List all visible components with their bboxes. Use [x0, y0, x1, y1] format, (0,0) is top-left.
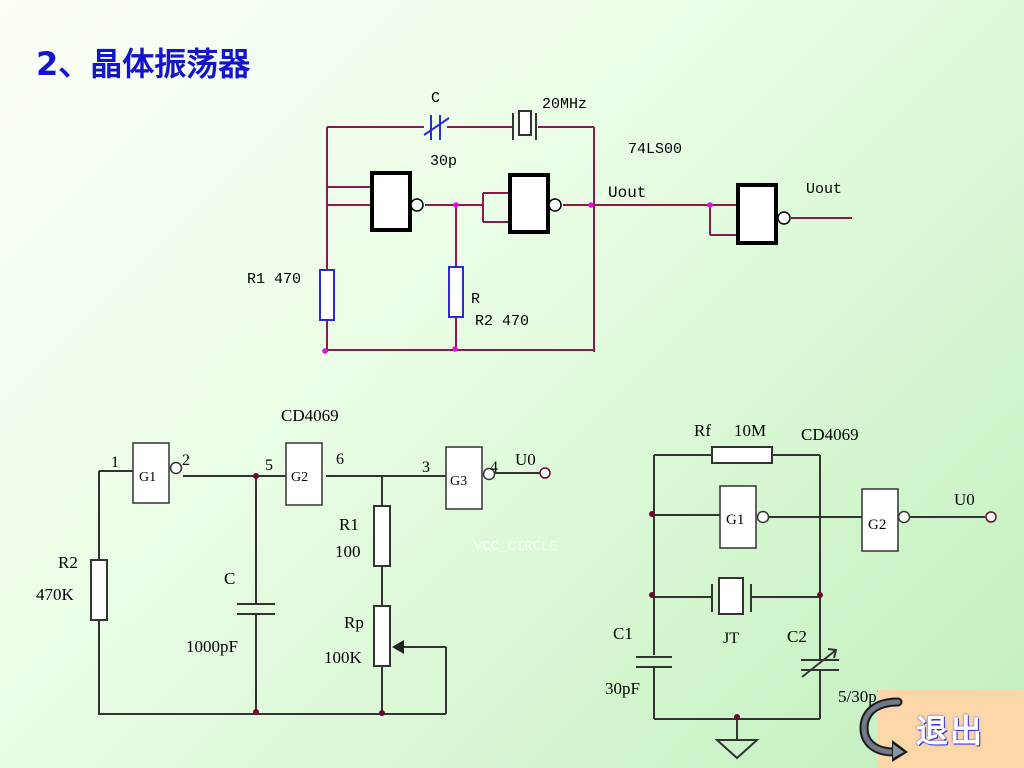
- slide-title: 2、晶体振荡器: [36, 45, 251, 83]
- r2-label: R2 470: [475, 313, 529, 330]
- r1-b-name: R1: [339, 515, 359, 534]
- potentiometer-rp-icon: [373, 605, 391, 667]
- pin-4-label: 4: [490, 459, 498, 476]
- uout-right-label: Uout: [806, 181, 842, 198]
- inverter-g2-b-icon: [285, 442, 323, 506]
- ic-74ls00-label: 74LS00: [628, 141, 682, 158]
- resistor-rf-icon: [711, 446, 773, 464]
- c2-value: 5/30pF: [838, 687, 886, 706]
- rp-name: Rp: [344, 613, 364, 632]
- output-u0-b-label: U0: [515, 450, 536, 469]
- resistor-r1-icon: [319, 269, 335, 321]
- r2-b-name: R2: [58, 553, 78, 572]
- junctions-b: [253, 473, 385, 716]
- rf-value: 10M: [734, 421, 766, 440]
- uout-mid-label: Uout: [608, 184, 646, 202]
- cap-c-label: C: [431, 90, 440, 107]
- capacitor-c-b-icon: [237, 603, 275, 615]
- nand-gate-1-icon: [370, 171, 424, 232]
- c1-name: C1: [613, 624, 633, 643]
- pin-1-label: 1: [111, 454, 119, 471]
- capacitor-c1-icon: [636, 656, 672, 668]
- cap-c-b-value: 1000pF: [186, 637, 238, 656]
- output-u0-c-label: U0: [954, 490, 975, 509]
- gate-g3-b-label: G3: [450, 474, 467, 489]
- pin-3-label: 3: [422, 459, 430, 476]
- inverter-g3-b-icon: [445, 446, 496, 510]
- gate-g1-b-label: G1: [139, 470, 156, 485]
- resistor-r2-b-icon: [90, 559, 108, 621]
- inverter-g2-c-icon: [861, 488, 911, 552]
- capacitor-c-icon: [423, 115, 450, 140]
- crystal-freq-label: 20MHz: [542, 96, 587, 113]
- r-label: R: [471, 291, 480, 308]
- pin-2-label: 2: [182, 452, 190, 469]
- gate-g2-b-label: G2: [291, 470, 308, 485]
- rf-name: Rf: [694, 421, 711, 440]
- exit-label[interactable]: 退出: [916, 712, 985, 750]
- output-terminal-b-icon: [539, 467, 551, 479]
- inverter-g1-c-icon: [719, 485, 770, 549]
- ic-cd4069-c-label: CD4069: [801, 425, 859, 444]
- crystal-jt-icon: [711, 577, 752, 615]
- r1-b-value: 100: [335, 542, 361, 561]
- capacitor-c2-icon: [801, 648, 839, 678]
- resistor-r2-icon: [448, 266, 464, 318]
- junctions-c: [649, 511, 823, 720]
- junctions-a: [322, 202, 713, 354]
- resistor-r1-b-icon: [373, 505, 391, 567]
- output-terminal-c-icon: [985, 511, 997, 523]
- nand-gate-3-icon: [736, 183, 791, 245]
- gate-g1-c-label: G1: [726, 512, 744, 528]
- rp-value: 100K: [324, 648, 363, 667]
- pin-6-label: 6: [336, 451, 344, 468]
- potentiometer-wiper-icon: [392, 640, 404, 654]
- inverter-g1-b-icon: [132, 442, 183, 504]
- circuit-b: [98, 470, 540, 715]
- c2-name: C2: [787, 627, 807, 646]
- c1-value: 30pF: [605, 679, 640, 698]
- cap-c-value: 30p: [430, 153, 457, 170]
- r1-label: R1 470: [247, 271, 301, 288]
- exit-button[interactable]: 退出: [859, 690, 1024, 768]
- exit-return-arrow-icon: [859, 697, 908, 762]
- gate-g2-c-label: G2: [868, 517, 886, 533]
- ground-icon: [714, 739, 760, 760]
- pin-5-label: 5: [265, 457, 273, 474]
- nand-gate-2-icon: [508, 173, 562, 234]
- jt-label: JT: [723, 630, 739, 647]
- crystal-icon: [512, 110, 537, 140]
- r2-b-value: 470K: [36, 585, 75, 604]
- ic-cd4069-b-label: CD4069: [281, 406, 339, 425]
- vcc-circle-ghost-label: VCC_CIRCLE: [474, 539, 558, 555]
- cap-c-b-name: C: [224, 569, 235, 588]
